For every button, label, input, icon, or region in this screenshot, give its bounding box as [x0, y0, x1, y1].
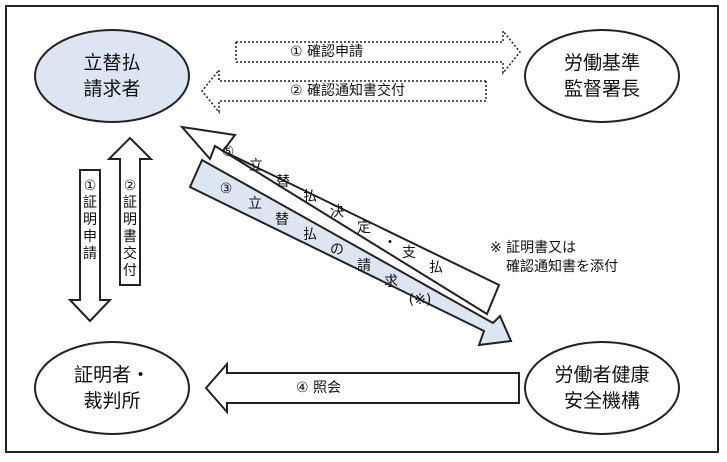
confirm-request-label: ① 確認申請: [290, 44, 364, 60]
payment-decision-char: 替: [276, 174, 290, 190]
cert-request-char: 申: [83, 229, 97, 245]
payment-decision-char: 払: [429, 260, 443, 276]
diagram-frame: [5, 5, 719, 453]
labor-bureau-label: 労働基準 監督署長: [525, 30, 679, 122]
cert-request-char: 請: [83, 246, 97, 262]
cert-request-char: 証: [83, 195, 97, 211]
applicant-label: 立替払 請求者: [35, 30, 189, 122]
payment-decision-arrow: [179, 125, 501, 316]
payment-decision-char: ・: [383, 235, 397, 251]
cert-request-label: ① 証 明 申 請: [82, 178, 98, 263]
cert-issue-label: ② 証 明 書 交 付: [122, 178, 138, 280]
payment-claim-char: 立: [248, 196, 262, 212]
attachment-note-line1: ※ 証明書又は: [490, 240, 577, 256]
applicant-label-line1: 立替払: [83, 52, 141, 74]
inquiry-arrow: [204, 361, 520, 415]
confirm-notice-label: ② 確認通知書交付: [290, 83, 406, 99]
payment-decision-char: 決: [330, 204, 344, 220]
cert-issue-char: 交: [123, 246, 137, 262]
certifier-label-line2: 裁判所: [83, 390, 141, 412]
labor-bureau-label-line1: 労働基準: [563, 52, 640, 74]
payment-claim-char: 払: [303, 227, 317, 243]
jaish-label-line1: 労働者健康: [554, 364, 650, 386]
labor-bureau-label-line2: 監督署長: [563, 78, 640, 100]
payment-decision-char: 払: [303, 189, 317, 205]
applicant-label-line2: 請求者: [83, 78, 141, 100]
payment-claim-char: の: [330, 242, 344, 258]
payment-claim-char: (※): [408, 292, 432, 308]
payment-claim-num: ③: [219, 181, 233, 197]
certifier-label-line1: 証明者・: [73, 364, 150, 386]
payment-claim-char: 請: [357, 258, 371, 274]
labor-bureau-node: [524, 29, 680, 123]
certifier-label: 証明者・ 裁判所: [35, 342, 189, 434]
payment-claim-arrow: [188, 158, 513, 347]
cert-issue-char: 付: [123, 263, 137, 279]
payment-decision-char: 支: [402, 245, 416, 261]
attachment-note: ※ 証明書又は 確認通知書を添付: [490, 239, 618, 277]
certifier-node: [34, 341, 190, 435]
attachment-note-line2: 確認通知書を添付: [506, 259, 618, 275]
confirm-notice-arrow: [201, 67, 487, 115]
cert-issue-char: 証: [123, 195, 137, 211]
cert-issue-char: 明: [123, 212, 137, 228]
confirm-request-arrow: [235, 28, 521, 76]
cert-issue-num: ②: [123, 178, 137, 194]
cert-request-char: 明: [83, 212, 97, 228]
payment-decision-char: 定: [357, 220, 371, 236]
inquiry-label: ④ 照会: [296, 380, 342, 396]
cert-request-arrow: [67, 169, 113, 323]
jaish-label: 労働者健康 安全機構: [525, 342, 679, 434]
jaish-label-line2: 安全機構: [563, 390, 640, 412]
jaish-node: [524, 341, 680, 435]
applicant-node: [34, 29, 190, 123]
payment-decision-num: ⑤: [221, 144, 235, 160]
cert-issue-char: 書: [123, 229, 137, 245]
payment-decision-char: 立: [249, 158, 263, 174]
cert-issue-arrow: [106, 136, 154, 286]
cert-request-num: ①: [83, 178, 97, 194]
payment-claim-char: 求: [384, 274, 398, 290]
payment-claim-char: 替: [275, 212, 289, 228]
